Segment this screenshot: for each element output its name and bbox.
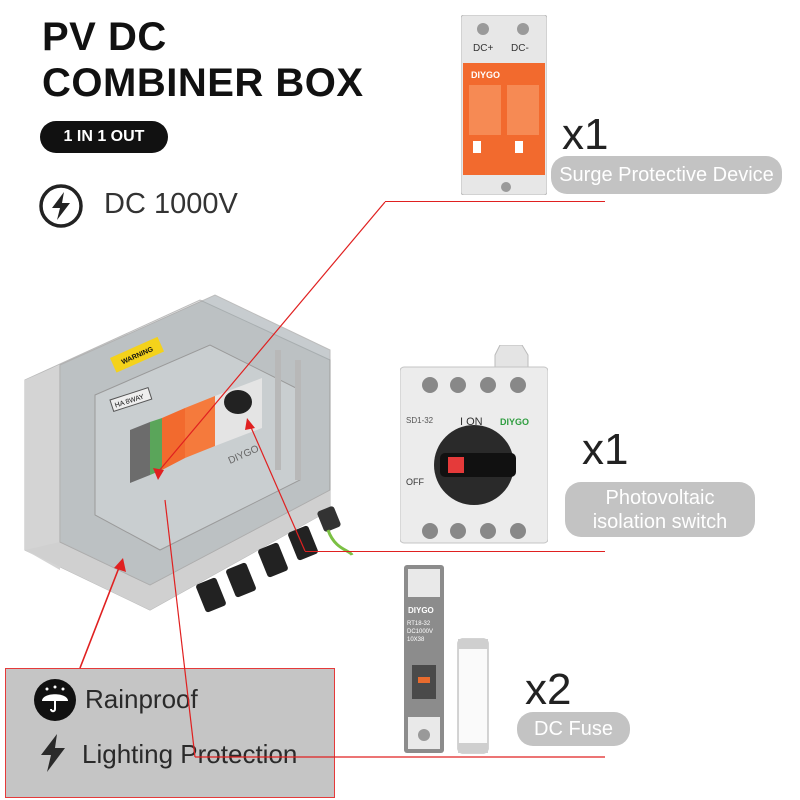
fuse-quantity: x2 [525,665,572,714]
switch-label-pill: Photovoltaic isolation switch [565,482,755,537]
combiner-box-illustration: WARNING HA 8WAY DIYGO [24,294,354,613]
dc-fuse-image: DIYGO RT18-32 DC1000V 10X38 [404,565,489,754]
spd-quantity: x1 [562,110,609,159]
isolation-switch-image: SD1-32 I ON DIYGO OFF [400,345,548,544]
voltage-label: DC 1000V [104,188,238,220]
lightning-circle-icon [39,184,83,228]
page-title: PV DC COMBINER BOX [42,14,364,106]
spd-brand: DIYGO [471,70,500,80]
switch-label-line-2: isolation switch [592,510,728,533]
spd-label: Surge Protective Device [559,163,774,186]
feature-lighting-protection: Lighting Protection [82,739,298,769]
fuse-label-pill: DC Fuse [517,712,630,746]
cable-glands [196,506,354,613]
spd-label-pill: Surge Protective Device [551,156,782,194]
spd-callout-line [385,201,605,202]
switch-off: OFF [406,477,424,487]
spd-dc-plus: DC+ [473,43,493,54]
fuse-size: 10X38 [407,637,425,643]
fuse-brand: DIYGO [408,606,434,615]
spd-dc-minus: DC- [511,43,529,54]
title-line-1: PV DC [42,15,167,59]
switch-model: SD1-32 [406,416,434,425]
fuse-model: RT18-32 [407,621,431,627]
title-line-2: COMBINER BOX [42,61,364,105]
switch-quantity: x1 [582,425,629,474]
inner-modules [130,378,262,483]
surge-protective-device-image: DC+ DC- DIYGO [461,15,547,195]
lightning-icon [41,734,65,772]
switch-brand: DIYGO [500,417,529,427]
switch-callout-line [305,551,605,552]
fuse-label: DC Fuse [534,717,613,740]
umbrella-rain-icon [34,679,76,721]
feature-rainproof: Rainproof [85,684,198,714]
switch-on: I ON [460,416,483,428]
config-badge: 1 IN 1 OUT [40,121,168,153]
switch-label-line-1: Photovoltaic [605,486,715,509]
fuse-rating: DC1000V [407,629,433,635]
